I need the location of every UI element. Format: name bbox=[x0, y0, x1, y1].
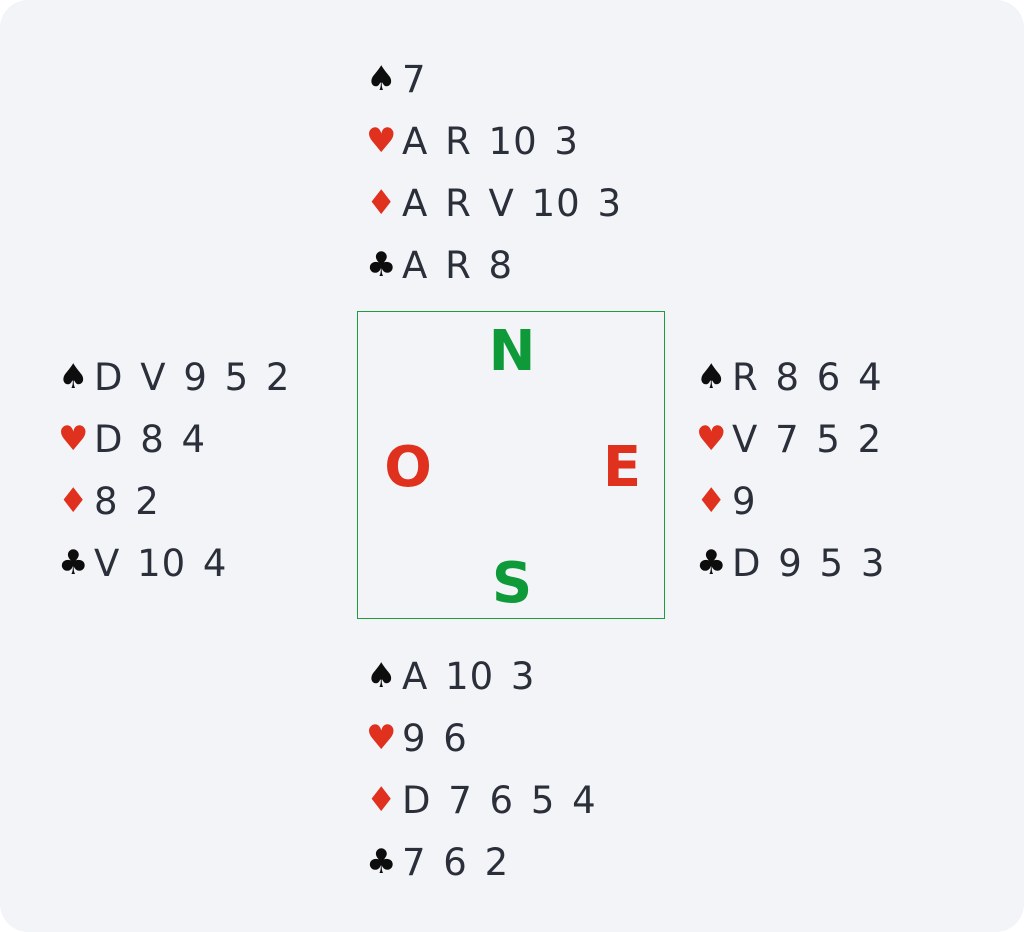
hand-east: ♠ R 8 6 4 ♥ V 7 5 2 ♦ 9 ♣ D 9 5 3 bbox=[696, 346, 885, 594]
east-diamonds-row: ♦ 9 bbox=[696, 470, 885, 532]
east-spades-cards: R 8 6 4 bbox=[732, 355, 883, 399]
south-hearts-cards: 9 6 bbox=[402, 716, 468, 760]
diamond-icon: ♦ bbox=[696, 481, 728, 521]
north-diamonds-row: ♦ A R V 10 3 bbox=[366, 172, 622, 234]
west-hearts-cards: D 8 4 bbox=[94, 417, 207, 461]
diamond-icon: ♦ bbox=[58, 481, 90, 521]
east-clubs-row: ♣ D 9 5 3 bbox=[696, 532, 885, 594]
east-hearts-row: ♥ V 7 5 2 bbox=[696, 408, 885, 470]
west-diamonds-cards: 8 2 bbox=[94, 479, 160, 523]
east-spades-row: ♠ R 8 6 4 bbox=[696, 346, 885, 408]
compass-box: N O E S bbox=[357, 311, 665, 619]
diamond-icon: ♦ bbox=[366, 183, 398, 223]
hand-north: ♠ 7 ♥ A R 10 3 ♦ A R V 10 3 ♣ A R 8 bbox=[366, 48, 622, 296]
east-hearts-cards: V 7 5 2 bbox=[732, 417, 883, 461]
heart-icon: ♥ bbox=[366, 718, 398, 758]
north-hearts-row: ♥ A R 10 3 bbox=[366, 110, 622, 172]
spade-icon: ♠ bbox=[366, 656, 398, 696]
south-hearts-row: ♥ 9 6 bbox=[366, 707, 597, 769]
heart-icon: ♥ bbox=[696, 419, 728, 459]
heart-icon: ♥ bbox=[366, 121, 398, 161]
club-icon: ♣ bbox=[366, 842, 398, 882]
hand-west: ♠ D V 9 5 2 ♥ D 8 4 ♦ 8 2 ♣ V 10 4 bbox=[58, 346, 290, 594]
south-clubs-cards: 7 6 2 bbox=[402, 840, 510, 884]
west-hearts-row: ♥ D 8 4 bbox=[58, 408, 290, 470]
direction-south-label: S bbox=[491, 551, 533, 616]
west-spades-cards: D V 9 5 2 bbox=[94, 355, 291, 399]
west-clubs-cards: V 10 4 bbox=[94, 541, 228, 585]
direction-west-label: O bbox=[384, 435, 432, 500]
spade-icon: ♠ bbox=[58, 357, 90, 397]
west-clubs-row: ♣ V 10 4 bbox=[58, 532, 290, 594]
north-spades-row: ♠ 7 bbox=[366, 48, 622, 110]
east-diamonds-cards: 9 bbox=[732, 479, 757, 523]
hand-south: ♠ A 10 3 ♥ 9 6 ♦ D 7 6 5 4 ♣ 7 6 2 bbox=[366, 645, 597, 893]
direction-east-label: E bbox=[602, 435, 642, 500]
north-hearts-cards: A R 10 3 bbox=[402, 119, 579, 163]
club-icon: ♣ bbox=[366, 245, 398, 285]
north-spades-cards: 7 bbox=[402, 57, 427, 101]
heart-icon: ♥ bbox=[58, 419, 90, 459]
south-diamonds-row: ♦ D 7 6 5 4 bbox=[366, 769, 597, 831]
south-spades-cards: A 10 3 bbox=[402, 654, 536, 698]
south-spades-row: ♠ A 10 3 bbox=[366, 645, 597, 707]
south-diamonds-cards: D 7 6 5 4 bbox=[402, 778, 597, 822]
north-diamonds-cards: A R V 10 3 bbox=[402, 181, 622, 225]
east-clubs-cards: D 9 5 3 bbox=[732, 541, 886, 585]
direction-north-label: N bbox=[488, 319, 536, 384]
spade-icon: ♠ bbox=[366, 59, 398, 99]
club-icon: ♣ bbox=[696, 543, 728, 583]
north-clubs-row: ♣ A R 8 bbox=[366, 234, 622, 296]
diamond-icon: ♦ bbox=[366, 780, 398, 820]
west-diamonds-row: ♦ 8 2 bbox=[58, 470, 290, 532]
north-clubs-cards: A R 8 bbox=[402, 243, 514, 287]
spade-icon: ♠ bbox=[696, 357, 728, 397]
club-icon: ♣ bbox=[58, 543, 90, 583]
south-clubs-row: ♣ 7 6 2 bbox=[366, 831, 597, 893]
west-spades-row: ♠ D V 9 5 2 bbox=[58, 346, 290, 408]
